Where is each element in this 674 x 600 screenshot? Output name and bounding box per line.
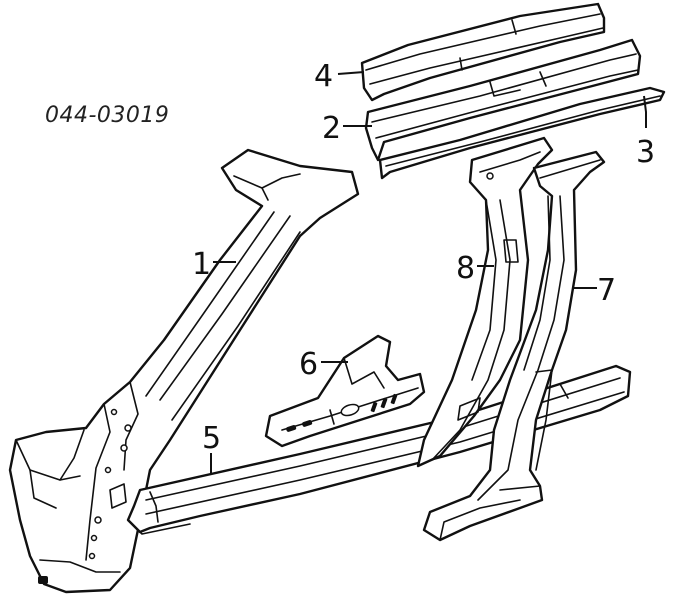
leader-4	[337, 71, 365, 75]
part-number-label: 044-03019	[45, 103, 169, 128]
part-7-center-pillar-outer	[422, 150, 606, 542]
callout-8: 8	[456, 251, 475, 286]
part-3-roof-header	[378, 86, 666, 180]
callout-6: 6	[299, 347, 318, 382]
callout-1: 1	[192, 247, 211, 282]
callout-7: 7	[597, 273, 616, 308]
part-4-roof-rail-upper	[360, 2, 606, 102]
leader-3	[643, 95, 647, 128]
callout-2: 2	[322, 111, 341, 146]
callout-3: 3	[636, 135, 655, 170]
leader-lines	[210, 71, 647, 474]
part-6-sill-reinforcement	[264, 334, 426, 448]
part-1-front-pillar	[8, 148, 360, 594]
callout-4: 4	[314, 59, 333, 94]
callout-5: 5	[202, 421, 221, 456]
part-8-center-pillar-inner	[416, 136, 554, 468]
part-2-roof-rail-middle	[364, 38, 642, 162]
